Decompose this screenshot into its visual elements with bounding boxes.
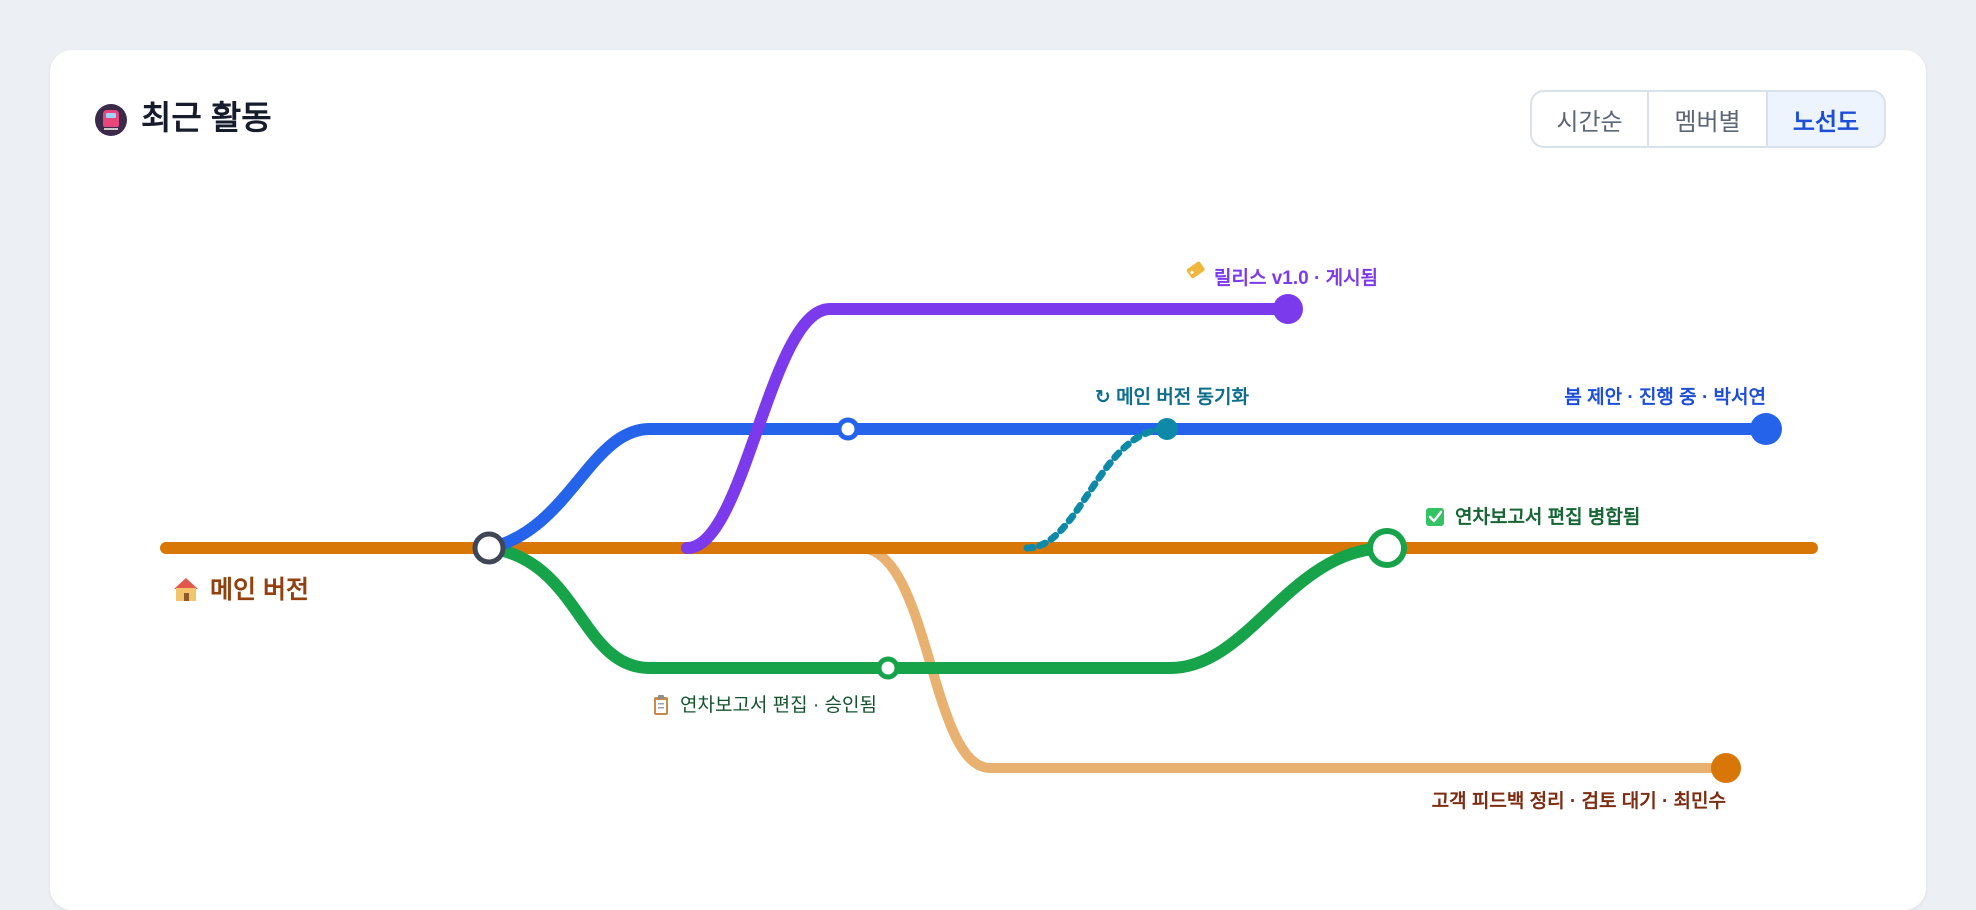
sync-label[interactable]: ↻ 메인 버전 동기화 bbox=[1095, 386, 1250, 408]
metro-map: 릴리스 v1.0 · 게시됨 ↻ 메인 버전 동기화 봄 제안 · 진행 중 ·… bbox=[160, 261, 1818, 812]
clipboard-icon bbox=[654, 695, 668, 715]
view-toggle: 시간순 멤버별 노선도 bbox=[1530, 90, 1886, 148]
release-branch-line bbox=[681, 303, 1294, 554]
train-icon bbox=[95, 104, 127, 136]
green-station[interactable] bbox=[876, 656, 900, 680]
spring-proposal-endpoint[interactable] bbox=[1750, 413, 1782, 445]
release-label[interactable]: 릴리스 v1.0 · 게시됨 bbox=[1214, 267, 1378, 289]
check-box-icon bbox=[1426, 508, 1444, 526]
merged-label[interactable]: 연차보고서 편집 병합됨 bbox=[1455, 506, 1640, 528]
blue-station[interactable] bbox=[836, 417, 860, 441]
feedback-label[interactable]: 고객 피드백 정리 · 검토 대기 · 최민수 bbox=[1432, 790, 1726, 812]
feedback-branch-line bbox=[855, 543, 1731, 773]
spring-proposal-branch-line bbox=[483, 423, 1772, 554]
house-icon bbox=[174, 578, 198, 601]
junction-station[interactable] bbox=[472, 531, 506, 565]
sync-station[interactable] bbox=[1156, 418, 1178, 440]
view-option-metro-map[interactable]: 노선도 bbox=[1768, 92, 1884, 146]
sync-dotted-line bbox=[1023, 425, 1171, 552]
merge-station[interactable] bbox=[1367, 528, 1407, 568]
feedback-endpoint[interactable] bbox=[1711, 753, 1741, 783]
main-line-label[interactable]: 메인 버전 bbox=[210, 576, 309, 604]
annual-report-label[interactable]: 연차보고서 편집 · 승인됨 bbox=[680, 694, 877, 716]
view-option-by-member[interactable]: 멤버별 bbox=[1649, 92, 1768, 146]
annual-report-branch-line bbox=[483, 542, 1393, 674]
page-title: 최근 활동 bbox=[141, 99, 272, 136]
tag-icon bbox=[1186, 261, 1205, 279]
spring-proposal-label[interactable]: 봄 제안 · 진행 중 · 박서연 bbox=[1564, 386, 1766, 408]
release-endpoint[interactable] bbox=[1273, 294, 1303, 324]
view-option-chronological[interactable]: 시간순 bbox=[1532, 92, 1649, 146]
